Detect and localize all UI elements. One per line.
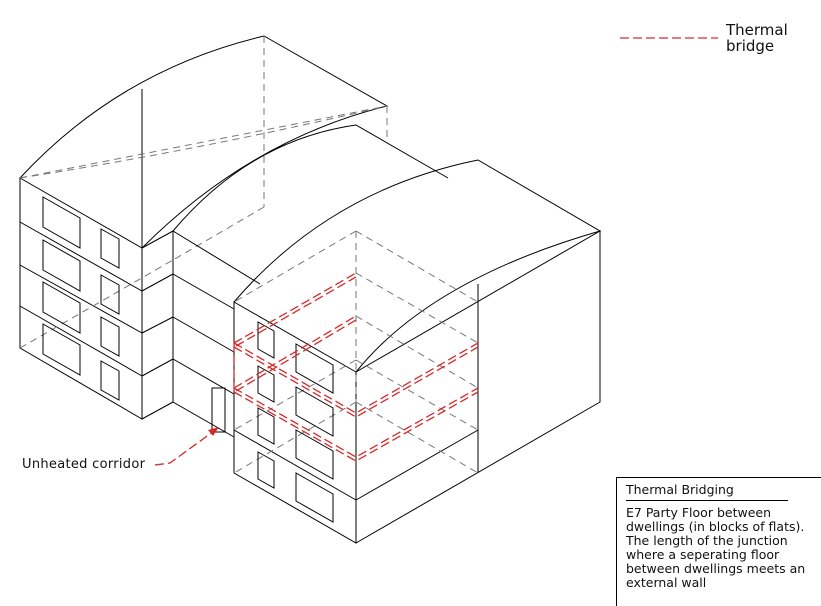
info-box: Thermal Bridging E7 Party Floor between … [616,477,821,606]
thermal-bridge-lines [233,272,479,462]
corridor-leader-arrow [154,427,219,466]
legend-label-line1: Thermal [726,21,788,39]
info-box-description: E7 Party Floor between dwellings (in blo… [626,505,806,590]
info-box-divider [626,500,788,501]
left-block [19,35,389,420]
left-block-windows [42,196,120,401]
info-box-title: Thermal Bridging [626,482,734,497]
legend-label: Thermal bridge [726,22,788,54]
corridor-block [172,124,449,438]
unheated-corridor-label: Unheated corridor [22,457,146,472]
legend-label-line2: bridge [726,37,775,55]
right-block-windows [257,321,334,523]
right-block [233,159,602,544]
corridor-door [211,387,226,433]
